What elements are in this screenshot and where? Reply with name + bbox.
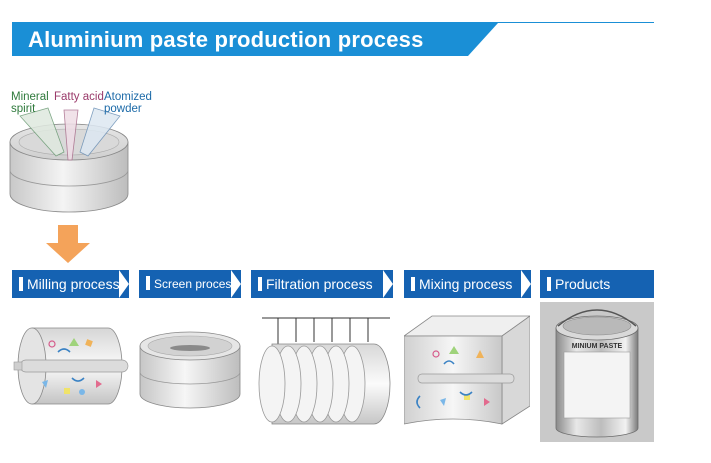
can-label-text: MINIUM PASTE [572, 343, 623, 350]
top-rule [12, 22, 654, 23]
title-banner-shape [12, 23, 498, 56]
mixer-drum-illustration [9, 107, 129, 213]
ingredient-fatty-acid-label: Fatty acid [54, 91, 104, 103]
step-filtration-label: Filtration process [251, 270, 393, 298]
step-milling-label: Milling process [12, 270, 129, 298]
chevron-icon [119, 270, 129, 298]
label-bar-icon [146, 276, 150, 290]
down-arrow-icon [46, 225, 90, 263]
mixing-tank-illustration [404, 315, 530, 425]
page-title: Aluminium paste production process [28, 27, 424, 52]
label-bar-icon [411, 277, 415, 291]
title-banner: Aluminium paste production process [12, 23, 498, 56]
label-bar-icon [258, 277, 262, 291]
product-can-image: MINIUM PASTE [540, 302, 654, 442]
chevron-icon [231, 270, 241, 298]
milling-drum-illustration [13, 327, 129, 405]
step-mixing-label: Mixing process [404, 270, 531, 298]
label-bar-icon [19, 277, 23, 291]
step-screen-label: Screen process [139, 270, 241, 298]
screen-drum-illustration [139, 331, 241, 409]
chevron-icon [521, 270, 531, 298]
chevron-icon [383, 270, 393, 298]
label-bar-icon [547, 277, 551, 291]
step-products-label: Products [540, 270, 654, 298]
filtration-illustration [258, 317, 391, 425]
